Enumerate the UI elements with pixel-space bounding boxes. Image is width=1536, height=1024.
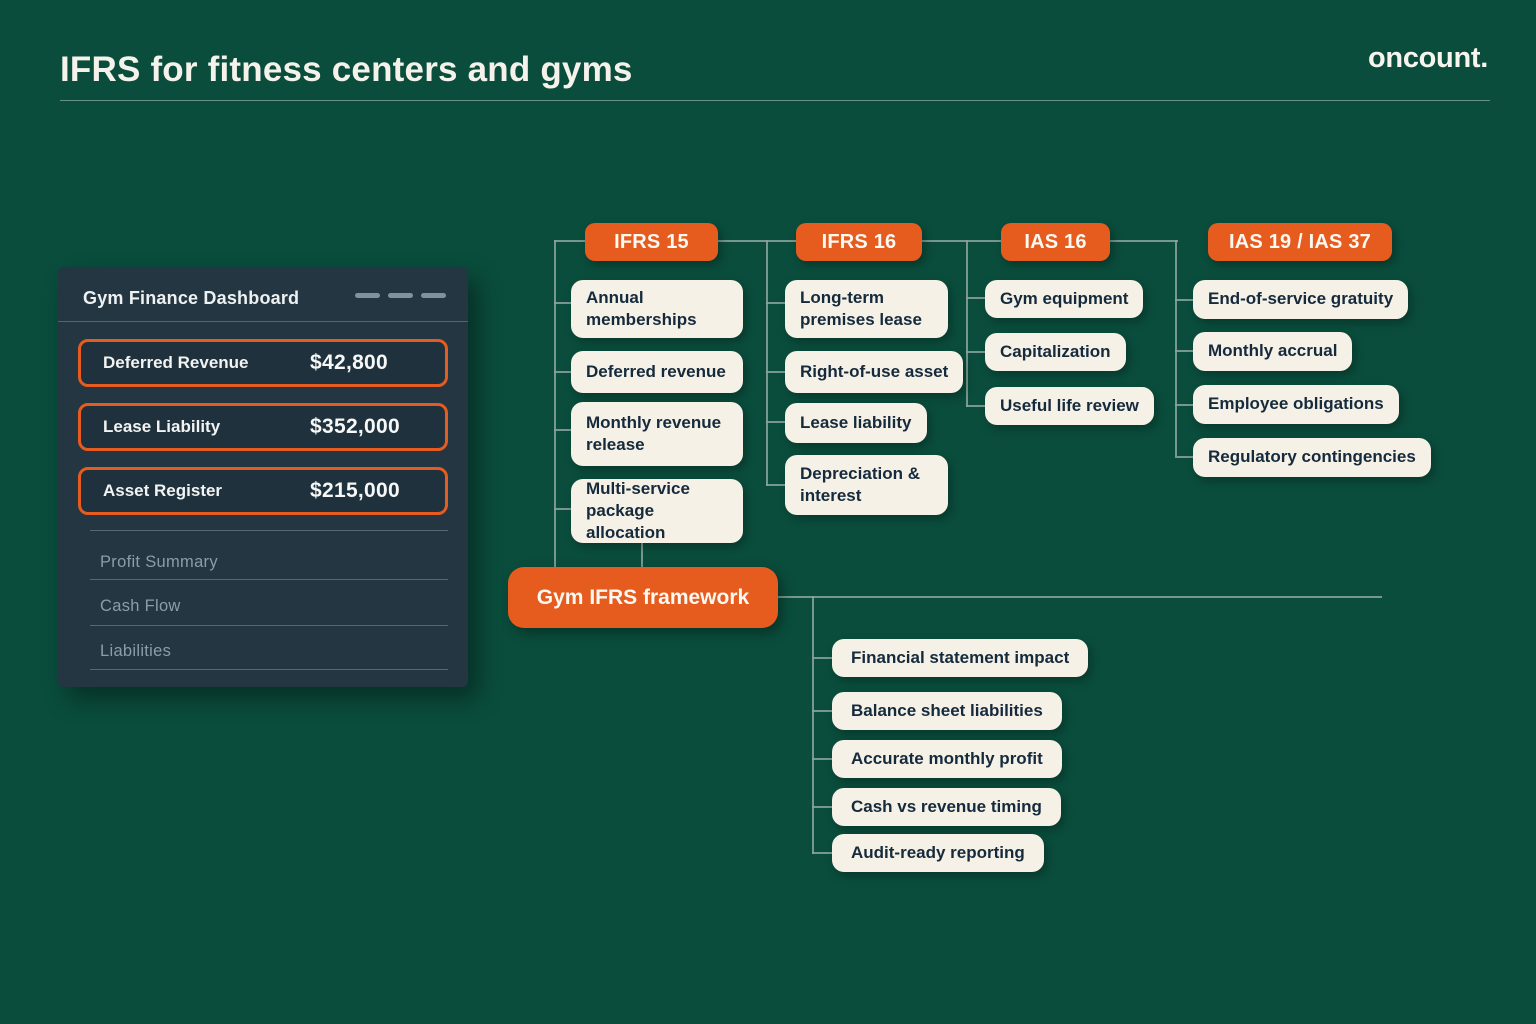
node-audit-ready-reporting: Audit-ready reporting	[832, 834, 1044, 872]
connector-line	[766, 421, 786, 423]
card-header-divider	[58, 321, 468, 322]
metric-label: Deferred Revenue	[103, 353, 249, 372]
connector-line	[812, 596, 814, 854]
branch-ifrs-15: IFRS 15	[585, 223, 718, 261]
menu-item-cash-flow[interactable]: Cash Flow	[100, 597, 181, 615]
node-depreciation-interest: Depreciation & interest	[785, 455, 948, 515]
header-divider	[60, 100, 1490, 101]
metric-value: $42,800	[310, 351, 389, 374]
node-multi-service-package-allocation: Multi-service package allocation	[571, 479, 743, 543]
node-employee-obligations: Employee obligations	[1193, 385, 1399, 424]
node-long-term-premises-lease: Long-term premises lease	[785, 280, 948, 338]
node-accurate-monthly-profit: Accurate monthly profit	[832, 740, 1062, 778]
metric-value: $215,000	[310, 479, 400, 502]
node-capitalization: Capitalization	[985, 333, 1126, 371]
node-cash-vs-revenue-timing: Cash vs revenue timing	[832, 788, 1061, 826]
metric-asset-register: Asset Register $215,000	[78, 467, 448, 515]
metric-deferred-revenue: Deferred Revenue $42,800	[78, 339, 448, 387]
connector-line	[966, 405, 986, 407]
node-deferred-revenue: Deferred revenue	[571, 351, 743, 393]
dashboard-title: Gym Finance Dashboard	[83, 288, 300, 308]
connector-line	[766, 484, 786, 486]
gym-finance-dashboard-card: Gym Finance Dashboard Deferred Revenue $…	[58, 267, 468, 687]
menu-item-liabilities[interactable]: Liabilities	[100, 642, 172, 660]
node-right-of-use-asset: Right-of-use asset	[785, 351, 964, 393]
page-title: IFRS for fitness centers and gyms	[60, 50, 633, 89]
branch-ifrs-16: IFRS 16	[796, 223, 922, 261]
menu-item-profit-summary[interactable]: Profit Summary	[100, 553, 218, 571]
branch-ias-19-37: IAS 19 / IAS 37	[1208, 223, 1392, 261]
window-dash-icon[interactable]	[355, 293, 380, 298]
connector-line	[1175, 456, 1193, 458]
node-useful-life-review: Useful life review	[985, 387, 1154, 425]
window-dash-icon[interactable]	[388, 293, 413, 298]
connector-line	[554, 508, 572, 510]
menu-divider	[90, 669, 448, 670]
node-balance-sheet-liabilities: Balance sheet liabilities	[832, 692, 1062, 730]
menu-divider	[90, 579, 448, 580]
metric-label: Asset Register	[103, 481, 223, 500]
metric-value: $352,000	[310, 415, 400, 438]
brand-logo: oncount.	[1367, 42, 1488, 74]
connector-line	[1175, 299, 1193, 301]
connector-line	[778, 596, 1382, 598]
window-controls[interactable]	[355, 293, 446, 298]
connector-line	[812, 710, 832, 712]
connector-line	[812, 657, 832, 659]
node-monthly-accrual: Monthly accrual	[1193, 332, 1353, 371]
connector-line	[554, 302, 572, 304]
connector-line	[1175, 404, 1193, 406]
connector-line	[554, 371, 572, 373]
node-monthly-revenue-release: Monthly revenue release	[571, 402, 743, 466]
connector-line	[966, 297, 986, 299]
branch-ias-16: IAS 16	[1001, 223, 1110, 261]
connector-line	[812, 758, 832, 760]
connector-line	[966, 240, 968, 407]
node-lease-liability: Lease liability	[785, 403, 927, 443]
connector-line	[966, 351, 986, 353]
connector-line	[812, 852, 832, 854]
node-annual-memberships: Annual memberships	[571, 280, 743, 338]
node-end-of-service-gratuity: End-of-service gratuity	[1193, 280, 1409, 319]
connector-line	[766, 240, 768, 486]
node-regulatory-contingencies: Regulatory contingencies	[1193, 438, 1431, 477]
node-gym-equipment: Gym equipment	[985, 280, 1144, 318]
connector-line	[641, 543, 643, 568]
metric-label: Lease Liability	[103, 417, 221, 436]
connector-line	[554, 240, 556, 568]
connector-line	[766, 302, 786, 304]
menu-divider	[90, 625, 448, 626]
connector-line	[812, 806, 832, 808]
connector-line	[1175, 240, 1177, 456]
menu-divider	[90, 530, 448, 531]
metric-lease-liability: Lease Liability $352,000	[78, 403, 448, 451]
connector-line	[554, 429, 572, 431]
root-gym-ifrs-framework: Gym IFRS framework	[508, 567, 778, 628]
window-dash-icon[interactable]	[421, 293, 446, 298]
node-financial-statement-impact: Financial statement impact	[832, 639, 1089, 677]
connector-line	[1175, 350, 1193, 352]
connector-line	[766, 371, 786, 373]
